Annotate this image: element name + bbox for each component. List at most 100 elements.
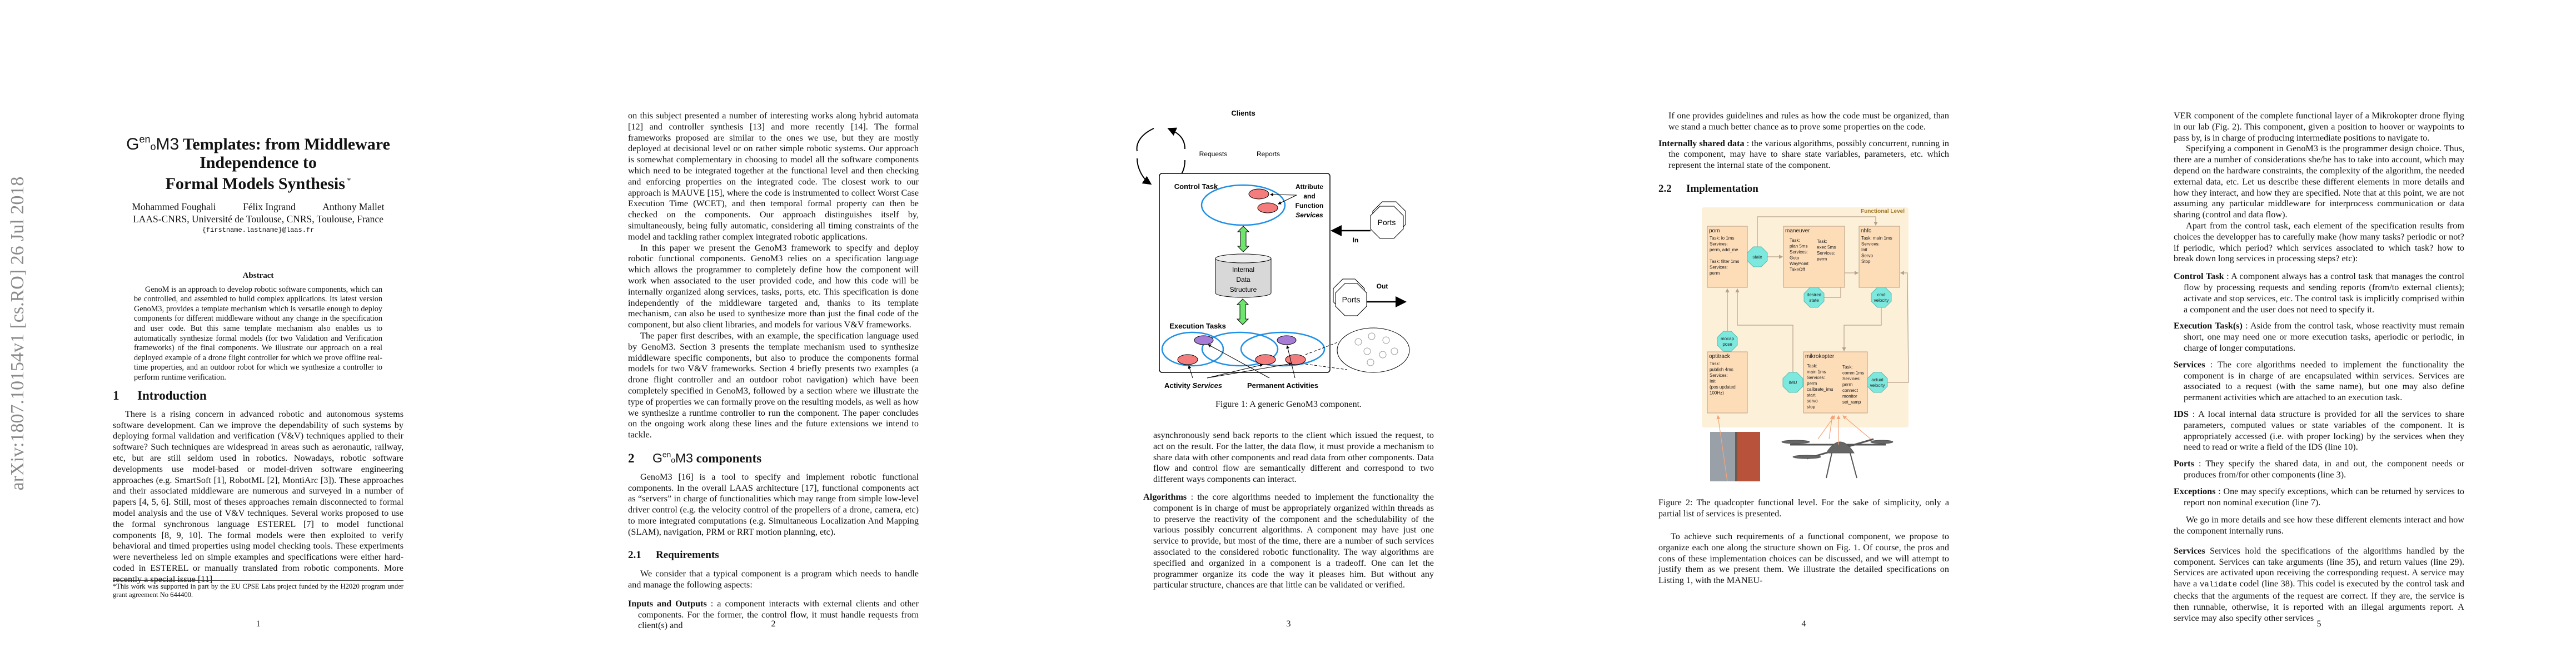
figure-label: optitrack bbox=[1709, 354, 1731, 360]
figure-label: Services: bbox=[1710, 242, 1728, 247]
figure-label: Services: bbox=[1710, 265, 1728, 270]
figure-label: Services: bbox=[1807, 375, 1825, 380]
figure-label: (pos updated bbox=[1710, 385, 1736, 390]
pom-component bbox=[1707, 226, 1748, 288]
arxiv-stamp: arXiv:1807.10154v1 [cs.RO] 26 Jul 2018 bbox=[7, 176, 28, 491]
figure-label: Servo bbox=[1861, 253, 1873, 258]
ports-out-octagon bbox=[1335, 283, 1367, 316]
paragraph: GenoM3 [16] is a tool to specify and imp… bbox=[628, 471, 919, 537]
svg-text:state: state bbox=[1752, 255, 1762, 260]
execution-tasks-label: Execution Tasks bbox=[1169, 322, 1226, 330]
mikrokopter-component bbox=[1803, 351, 1868, 414]
footnote: *This work was supported in part by the … bbox=[113, 580, 403, 599]
paragraph: asynchronously send back reports to the … bbox=[1153, 430, 1434, 485]
figure-label: Task: io 1ms bbox=[1710, 236, 1734, 241]
figure-label: stop bbox=[1807, 405, 1816, 410]
figure-label: Init bbox=[1710, 379, 1716, 384]
page-5: VER component of the complete functional… bbox=[2061, 0, 2576, 667]
svg-text:Functional Level: Functional Level bbox=[1861, 208, 1905, 215]
port-state bbox=[1747, 246, 1768, 267]
svg-text:In: In bbox=[1353, 236, 1359, 244]
figure-label: maneuver bbox=[1785, 228, 1810, 234]
list-item: Exceptions : One may specify exceptions,… bbox=[2174, 486, 2464, 507]
svg-text:Internal: Internal bbox=[1232, 266, 1254, 273]
figure-label: Task: bbox=[1807, 364, 1817, 369]
figure-label: WayPoint bbox=[1790, 261, 1809, 266]
service-node bbox=[1248, 188, 1269, 200]
figure-label: connect bbox=[1842, 388, 1858, 393]
service-node bbox=[1257, 202, 1278, 213]
page-1: GenoM3 Templates: from Middleware Indepe… bbox=[0, 0, 515, 667]
figure-label: Task: main 1ms bbox=[1861, 236, 1892, 241]
figure-label: Stop bbox=[1861, 259, 1871, 264]
figure-label: Init bbox=[1861, 247, 1867, 252]
permanent-activities-label: Permanent Activities bbox=[1247, 381, 1318, 390]
author: Félix Ingrand bbox=[243, 201, 296, 212]
text-column: To achieve such requirements of a functi… bbox=[1658, 531, 1949, 586]
port-cmd-velocity bbox=[1871, 287, 1892, 308]
figure-label: Task: bbox=[1817, 239, 1827, 244]
svg-text:Services: Services bbox=[1296, 211, 1323, 219]
svg-text:Out: Out bbox=[1377, 282, 1388, 290]
clients-label: Clients bbox=[1231, 109, 1255, 117]
optitrack-component bbox=[1707, 351, 1748, 414]
list-item: IDS : A local internal data structure is… bbox=[2174, 409, 2464, 452]
paragraph: There is a rising concern in advanced ro… bbox=[113, 409, 403, 584]
affiliation: LAAS-CNRS, Université de Toulouse, CNRS,… bbox=[133, 213, 383, 225]
paper-title: GenoM3 Templates: from Middleware Indepe… bbox=[126, 133, 390, 193]
ports-in-octagon bbox=[1370, 206, 1404, 239]
author: Mohammed Foughali bbox=[132, 201, 216, 212]
control-task-loop bbox=[1200, 184, 1286, 226]
list-item: Control Task : A component always has a … bbox=[2174, 271, 2465, 315]
svg-text:Activity Services: Activity Services bbox=[1164, 381, 1222, 390]
figure-label: 100Hz) bbox=[1710, 391, 1724, 396]
svg-text:actual: actual bbox=[1871, 377, 1884, 382]
automaton-bubble bbox=[1337, 327, 1410, 373]
text-column: asynchronously send back reports to the … bbox=[1143, 430, 1434, 591]
text-column: If one provides guidelines and rules as … bbox=[1658, 111, 1949, 202]
figure-label: plan 5ms bbox=[1790, 244, 1807, 249]
authors-block: Mohammed Foughali Félix Ingrand Anthony … bbox=[113, 201, 403, 235]
paragraph: In this paper we present the GenoM3 fram… bbox=[628, 242, 919, 330]
figure-label: main 1ms bbox=[1807, 370, 1826, 375]
svg-text:Data: Data bbox=[1236, 276, 1250, 283]
figure-label: nhfc bbox=[1861, 228, 1871, 234]
paragraph: Services Services hold the specification… bbox=[2174, 545, 2464, 623]
figure-label: set_ramp bbox=[1842, 400, 1861, 405]
page-4: If one provides guidelines and rules as … bbox=[1546, 0, 2061, 667]
figure-label: start bbox=[1807, 393, 1816, 398]
page-number: 1 bbox=[256, 619, 261, 629]
page-number: 5 bbox=[2316, 619, 2321, 629]
figure-1-caption: Figure 1: A generic GenoM3 component. bbox=[1215, 400, 1362, 409]
figure-1-generic-component: Clients Requests Reports Control Task At… bbox=[1136, 109, 1410, 390]
figure-label: perm bbox=[1807, 381, 1817, 386]
svg-text:pose: pose bbox=[1722, 342, 1732, 347]
control-task-label: Control Task bbox=[1174, 182, 1218, 191]
abstract-heading: Abstract bbox=[242, 271, 274, 280]
svg-text:and: and bbox=[1303, 192, 1315, 200]
svg-text:cmd: cmd bbox=[1877, 292, 1885, 297]
port-desired-state bbox=[1803, 287, 1825, 308]
paragraph: If one provides guidelines and rules as … bbox=[1668, 111, 1949, 132]
figure-label: pom bbox=[1709, 228, 1720, 234]
figure-label: Goto bbox=[1790, 256, 1800, 261]
paragraph: The paper first describes, with an examp… bbox=[628, 330, 919, 440]
paragraph: Specifying a component in GenoM3 is the … bbox=[2174, 143, 2464, 220]
figure-label: perm bbox=[1842, 382, 1853, 387]
svg-text:Attribute: Attribute bbox=[1296, 183, 1323, 191]
svg-text:IMU: IMU bbox=[1789, 380, 1797, 385]
figure-label: publish 4ms bbox=[1710, 367, 1733, 372]
figure-label: perm, add_me bbox=[1710, 247, 1738, 252]
text-column: VER component of the complete functional… bbox=[2174, 111, 2464, 624]
figure-label: Task: bbox=[1710, 361, 1720, 366]
svg-text:Structure: Structure bbox=[1230, 286, 1257, 293]
internal-data-structure-cylinder bbox=[1215, 258, 1272, 298]
paragraph: We consider that a typical component is … bbox=[628, 569, 919, 590]
svg-text:state: state bbox=[1809, 298, 1819, 303]
figure-label: Services: bbox=[1710, 373, 1728, 378]
svg-text:velocity: velocity bbox=[1870, 383, 1885, 388]
